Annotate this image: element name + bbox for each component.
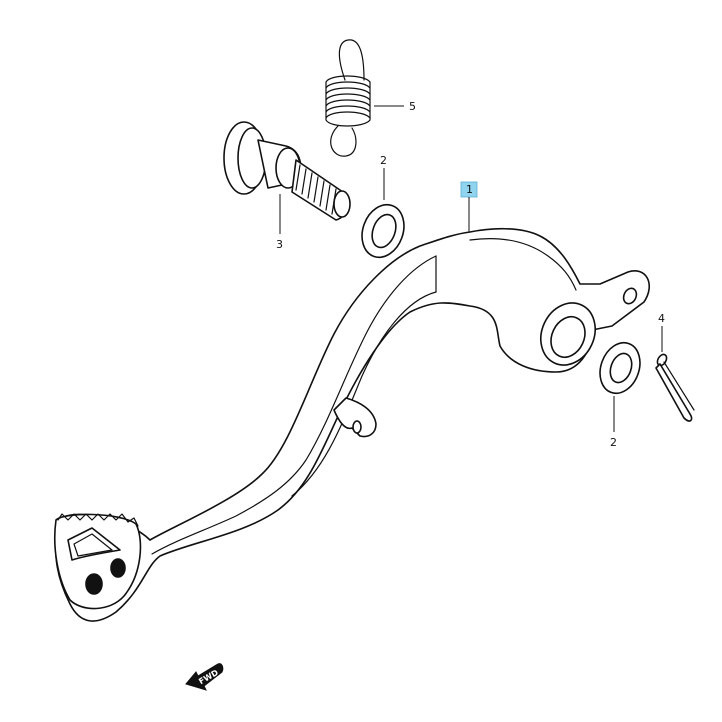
callout-2-upper: 2 <box>380 154 387 200</box>
washer-upper-part[interactable] <box>355 199 411 263</box>
callout-1-label: 1 <box>466 183 473 196</box>
fwd-arrow-icon: FWD <box>185 663 224 691</box>
pivot-bolt-part[interactable] <box>223 121 351 221</box>
callout-3-label: 3 <box>276 238 283 251</box>
callout-2-lower: 2 <box>610 396 617 449</box>
callout-4: 4 <box>658 312 665 352</box>
callout-5-label: 5 <box>409 100 416 113</box>
brake-pedal-part[interactable] <box>53 227 650 622</box>
cotter-pin-part[interactable] <box>655 353 695 422</box>
callout-1[interactable]: 1 <box>460 181 478 232</box>
callout-2-upper-label: 2 <box>380 154 387 167</box>
callout-5: 5 <box>374 100 416 113</box>
callout-3: 3 <box>276 194 283 251</box>
callout-2-lower-label: 2 <box>610 436 617 449</box>
washer-lower-part[interactable] <box>593 337 646 399</box>
spring-part[interactable] <box>325 39 371 157</box>
callout-4-label: 4 <box>658 312 665 325</box>
